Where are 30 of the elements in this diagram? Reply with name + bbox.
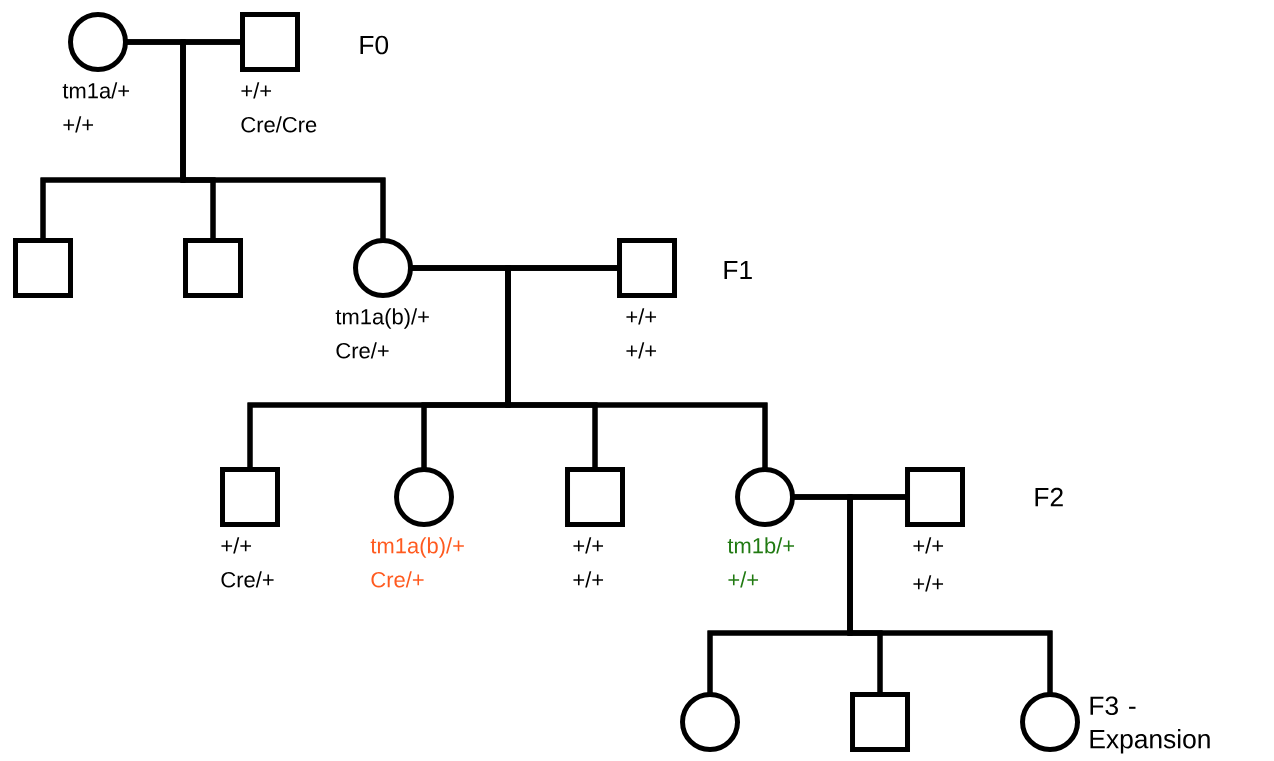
- genotype-label: Cre/Cre: [241, 116, 317, 133]
- genotype-label: Cre/+: [336, 342, 389, 359]
- genotype-label: +/+: [573, 571, 604, 588]
- pedigree-line: [180, 39, 386, 241]
- genotype-label: Cre/+: [371, 571, 424, 588]
- genotype-label: +/+: [626, 308, 657, 325]
- pedigree-square: [13, 238, 73, 298]
- pedigree-line: [505, 265, 768, 470]
- genotype-label: +/+: [728, 571, 759, 588]
- genotype-label: Cre/+: [221, 571, 274, 588]
- pedigree-circle: [680, 692, 740, 752]
- pedigree-square: [850, 692, 910, 752]
- generation-label: F0: [360, 35, 389, 55]
- genotype-label: +/+: [221, 537, 252, 554]
- generation-label: F3 - Expansion: [1090, 696, 1210, 754]
- genotype-label: +/+: [626, 342, 657, 359]
- genotype-label: +/+: [913, 575, 944, 592]
- genotype-label: tm1b/+: [727, 537, 795, 554]
- genotype-label: tm1a(b)/+: [370, 537, 464, 558]
- generation-label: F1: [724, 260, 752, 280]
- genotype-label: +/+: [241, 82, 272, 99]
- genotype-label: tm1a/+: [62, 82, 129, 99]
- pedigree-line: [847, 494, 1053, 695]
- genotype-label: +/+: [913, 537, 944, 554]
- genotype-label: +/+: [63, 116, 93, 133]
- pedigree-circle: [1020, 692, 1080, 752]
- genotype-label: tm1a(b)/+: [335, 308, 429, 329]
- pedigree-square: [183, 238, 243, 298]
- generation-label: F2: [1035, 487, 1063, 507]
- genotype-label: +/+: [573, 537, 604, 554]
